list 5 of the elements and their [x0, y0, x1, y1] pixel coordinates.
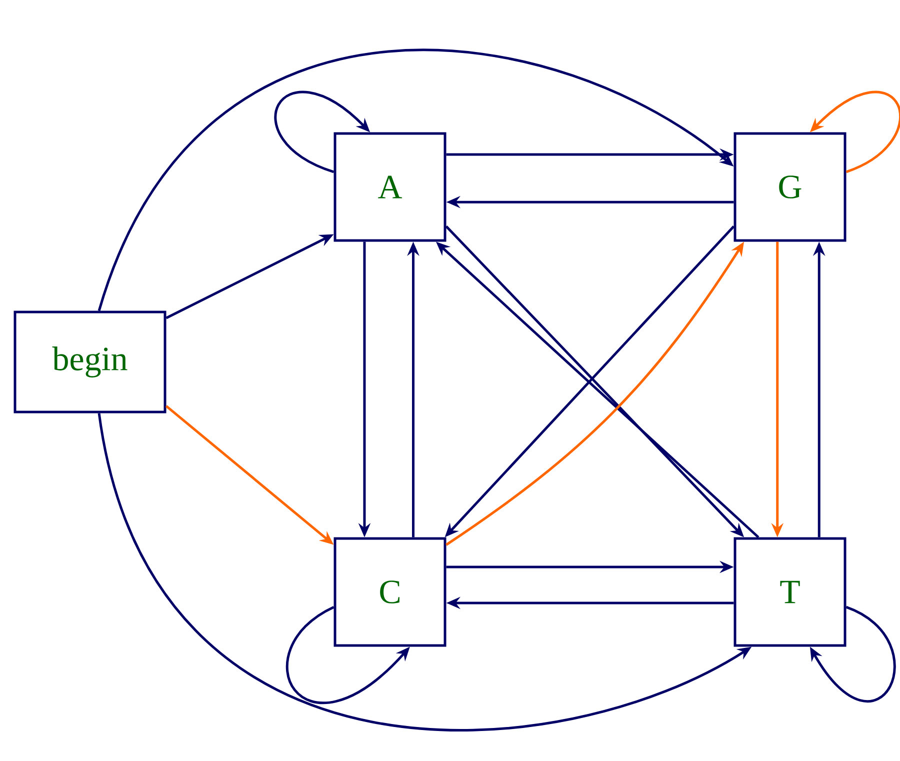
state-box: T [734, 537, 846, 647]
state-box: G [734, 132, 846, 242]
state-box: begin [14, 310, 166, 414]
state-box: C [334, 537, 446, 647]
state-box: A [334, 132, 446, 242]
